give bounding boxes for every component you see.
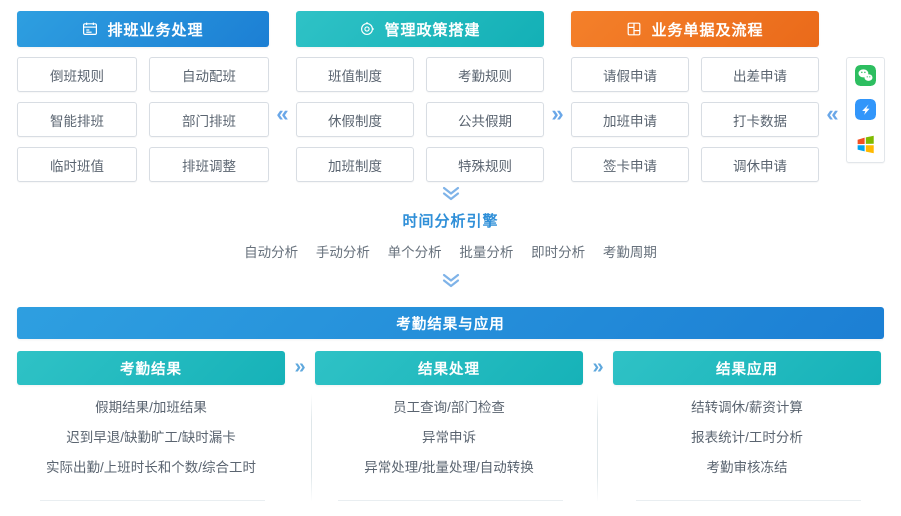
chevron-right-icon: » bbox=[294, 356, 306, 378]
module-tile[interactable]: 打卡数据 bbox=[701, 102, 819, 137]
module-tile[interactable]: 特殊规则 bbox=[426, 147, 544, 182]
module-header-documents[interactable]: 业务单据及流程 bbox=[571, 11, 819, 47]
module-tile[interactable]: 考勤规则 bbox=[426, 57, 544, 92]
module-tile[interactable]: 倒班规则 bbox=[17, 57, 137, 92]
module-tile[interactable]: 智能排班 bbox=[17, 102, 137, 137]
result-line: 结转调休/薪资计算 bbox=[691, 400, 803, 415]
result-banner-label: 考勤结果与应用 bbox=[396, 316, 505, 333]
chevron-down-icon-2 bbox=[0, 271, 901, 291]
module-column-documents: 业务单据及流程 请假申请 出差申请 加班申请 打卡数据 签卡申请 调休申请 bbox=[571, 0, 819, 182]
module-tile-grid-documents: 请假申请 出差申请 加班申请 打卡数据 签卡申请 调休申请 bbox=[571, 57, 819, 182]
integration-app-strip bbox=[846, 57, 885, 163]
result-column-header[interactable]: 考勤结果 bbox=[17, 351, 285, 385]
chevron-down-icon bbox=[0, 184, 901, 204]
engine-item[interactable]: 单个分析 bbox=[387, 245, 442, 260]
module-tile[interactable]: 排班调整 bbox=[149, 147, 269, 182]
result-line: 异常申诉 bbox=[422, 430, 476, 445]
engine-title: 时间分析引擎 bbox=[402, 213, 499, 230]
chevron-left-icon: « bbox=[826, 101, 839, 126]
module-header-scheduling[interactable]: 排班业务处理 bbox=[17, 11, 269, 47]
result-lines-results: 假期结果/加班结果 迟到早退/缺勤旷工/缺时漏卡 实际出勤/上班时长和个数/综合… bbox=[17, 393, 285, 483]
result-line: 异常处理/批量处理/自动转换 bbox=[364, 460, 534, 475]
engine-item[interactable]: 即时分析 bbox=[531, 245, 586, 260]
analysis-engine-section: 时间分析引擎 自动分析 手动分析 单个分析 批量分析 即时分析 考勤周期 bbox=[0, 184, 901, 291]
column-divider bbox=[311, 394, 312, 502]
dingtalk-icon[interactable] bbox=[855, 99, 876, 121]
module-column-policy: 管理政策搭建 班值制度 考勤规则 休假制度 公共假期 加班制度 特殊规则 bbox=[296, 0, 544, 182]
result-lines-processing: 员工查询/部门检查 异常申诉 异常处理/批量处理/自动转换 bbox=[315, 393, 583, 483]
module-tile[interactable]: 请假申请 bbox=[571, 57, 689, 92]
settings-gear-icon bbox=[359, 21, 375, 37]
module-tile[interactable]: 班值制度 bbox=[296, 57, 414, 92]
result-line: 假期结果/加班结果 bbox=[95, 400, 207, 415]
module-header-policy[interactable]: 管理政策搭建 bbox=[296, 11, 544, 47]
result-line: 考勤审核冻结 bbox=[706, 460, 788, 475]
engine-item[interactable]: 批量分析 bbox=[459, 245, 514, 260]
result-columns-row: 考勤结果 » 结果处理 » 结果应用 bbox=[0, 351, 901, 387]
engine-item-list: 自动分析 手动分析 单个分析 批量分析 即时分析 考勤周期 bbox=[0, 241, 901, 261]
result-connector-2: » bbox=[583, 351, 613, 387]
connector-gap-2: » bbox=[544, 0, 571, 180]
engine-item[interactable]: 自动分析 bbox=[244, 245, 299, 260]
result-banner: 考勤结果与应用 bbox=[17, 307, 884, 339]
module-tile[interactable]: 自动配班 bbox=[149, 57, 269, 92]
result-line: 报表统计/工时分析 bbox=[691, 430, 803, 445]
module-tile[interactable]: 加班申请 bbox=[571, 102, 689, 137]
module-tile-grid-scheduling: 倒班规则 自动配班 智能排班 部门排班 临时班值 排班调整 bbox=[17, 57, 269, 182]
module-tile[interactable]: 临时班值 bbox=[17, 147, 137, 182]
wechat-icon[interactable] bbox=[855, 64, 876, 86]
chevron-left-icon: « bbox=[276, 101, 289, 126]
module-tile[interactable]: 部门排班 bbox=[149, 102, 269, 137]
result-column-application: 结果应用 bbox=[613, 351, 881, 385]
module-header-label: 排班业务处理 bbox=[107, 21, 204, 39]
result-connector-1: » bbox=[285, 351, 315, 387]
result-line: 迟到早退/缺勤旷工/缺时漏卡 bbox=[66, 430, 236, 445]
windows-icon[interactable] bbox=[855, 134, 876, 155]
connector-gap-1: « bbox=[269, 0, 296, 180]
module-tile[interactable]: 加班制度 bbox=[296, 147, 414, 182]
engine-item[interactable]: 手动分析 bbox=[315, 245, 370, 260]
module-tile[interactable]: 调休申请 bbox=[701, 147, 819, 182]
module-tile[interactable]: 出差申请 bbox=[701, 57, 819, 92]
result-line: 实际出勤/上班时长和个数/综合工时 bbox=[45, 460, 256, 475]
result-column-header[interactable]: 结果处理 bbox=[315, 351, 583, 385]
engine-item[interactable]: 考勤周期 bbox=[602, 245, 657, 260]
calendar-icon bbox=[82, 21, 98, 37]
chevron-right-icon: » bbox=[592, 356, 604, 378]
module-header-label: 管理政策搭建 bbox=[384, 21, 481, 39]
bottom-rule bbox=[338, 500, 563, 501]
module-header-label: 业务单据及流程 bbox=[651, 21, 764, 39]
result-lines-application: 结转调休/薪资计算 报表统计/工时分析 考勤审核冻结 bbox=[613, 393, 881, 483]
result-column-header[interactable]: 结果应用 bbox=[613, 351, 881, 385]
bottom-rule bbox=[636, 500, 861, 501]
top-modules-area: 排班业务处理 倒班规则 自动配班 智能排班 部门排班 临时班值 排班调整 « bbox=[0, 0, 901, 182]
module-tile[interactable]: 签卡申请 bbox=[571, 147, 689, 182]
result-column-results: 考勤结果 bbox=[17, 351, 285, 385]
module-tile[interactable]: 公共假期 bbox=[426, 102, 544, 137]
module-tile[interactable]: 休假制度 bbox=[296, 102, 414, 137]
column-divider bbox=[597, 394, 598, 502]
document-form-icon bbox=[626, 21, 642, 37]
bottom-rule bbox=[40, 500, 265, 501]
module-tile-grid-policy: 班值制度 考勤规则 休假制度 公共假期 加班制度 特殊规则 bbox=[296, 57, 544, 182]
chevron-right-icon: » bbox=[551, 101, 564, 126]
module-column-scheduling: 排班业务处理 倒班规则 自动配班 智能排班 部门排班 临时班值 排班调整 bbox=[17, 0, 269, 182]
result-column-processing: 结果处理 bbox=[315, 351, 583, 385]
connector-gap-3: « bbox=[819, 0, 846, 180]
result-line: 员工查询/部门检查 bbox=[393, 400, 505, 415]
